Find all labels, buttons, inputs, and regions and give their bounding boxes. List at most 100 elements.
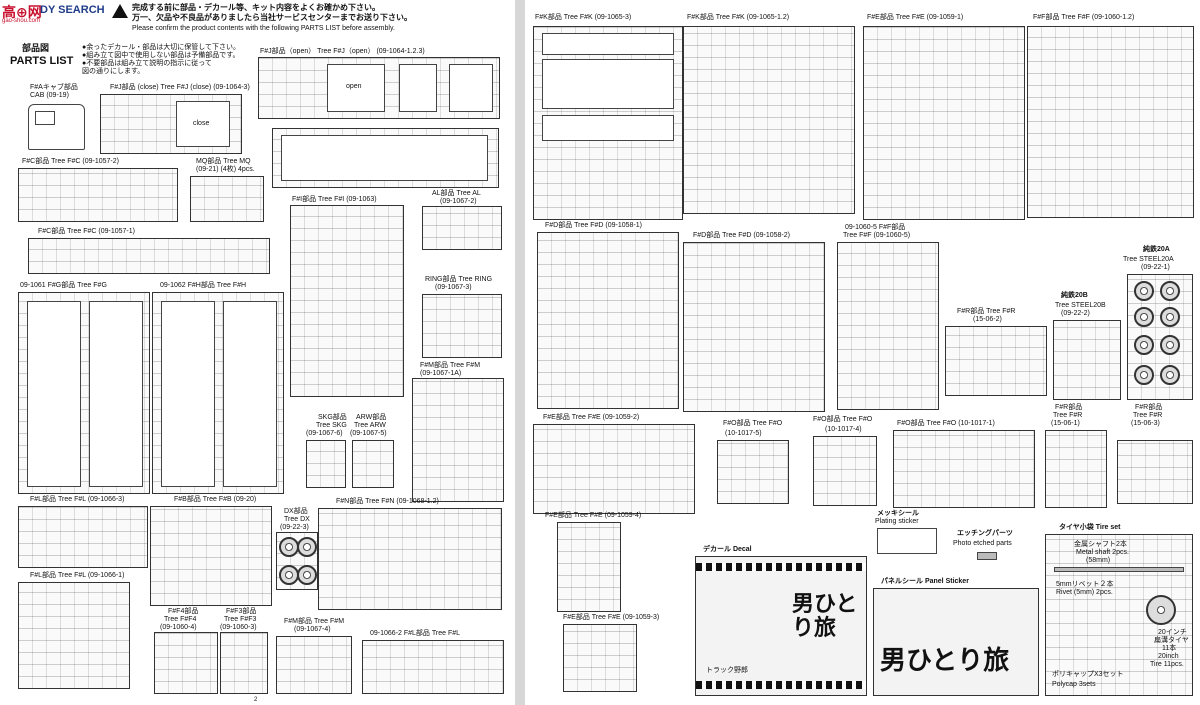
- fe3-label: F#E部品 Tree F#E (09-1059-3): [563, 614, 660, 621]
- tree-frame-long: [272, 128, 499, 188]
- polycap-en: Polycap 3sets: [1052, 681, 1096, 688]
- decal-label: デカール Decal: [703, 546, 752, 553]
- tree-dx: [276, 532, 318, 590]
- watermark-logo: 高⊕网: [2, 5, 42, 21]
- ff4-label: F#F4部品: [168, 608, 199, 615]
- wheel-icon: [1134, 365, 1154, 385]
- page-number: 2: [254, 697, 258, 703]
- watermark-url: gao-shou.com: [2, 18, 41, 24]
- wheel-icon: [1134, 335, 1154, 355]
- rivet-jp: 5mmリベット２本: [1056, 581, 1114, 588]
- parts-list-title-en: PARTS LIST: [10, 55, 74, 67]
- fo4-label-2: (10-1017-4): [825, 426, 862, 433]
- fr1-label-2: Tree F#R: [1053, 412, 1083, 419]
- fh-label: 09-1062 F#H部品 Tree F#H: [160, 282, 247, 289]
- al-label: AL部品 Tree AL: [432, 190, 481, 197]
- tree-ff3: [220, 632, 268, 694]
- tree-fd2: [683, 242, 825, 412]
- fd2-label: F#D部品 Tree F#D (09-1058-2): [693, 232, 790, 239]
- tree-fd1: [537, 232, 679, 409]
- wheel-icon: [279, 565, 299, 585]
- tree-ff12: [1027, 26, 1194, 218]
- metal-shaft: [1054, 567, 1184, 572]
- close-label: close: [193, 120, 210, 127]
- tire-icon: [1146, 595, 1176, 625]
- cab-label-en: CAB (09-19): [30, 92, 69, 99]
- fj-open-label: F#J部品（open） Tree F#J（open） (09-1064-1.2.…: [260, 48, 425, 55]
- tree-ff4: [154, 632, 218, 694]
- tree-fk3: [533, 26, 683, 220]
- tree-mq: [190, 176, 264, 222]
- fi-label: F#I部品 Tree F#I (09-1063): [292, 196, 377, 203]
- fr2-label-2: (15-06-2): [973, 316, 1002, 323]
- al-label-2: (09-1067-2): [440, 198, 477, 205]
- note-3: ●不要部品は組み立て説明の指示に従って: [82, 60, 212, 67]
- page-gutter: [515, 0, 525, 705]
- decal-stripe: [696, 563, 866, 571]
- cab-label: F#Aキャブ部品: [30, 84, 78, 91]
- plating-sticker-jp: メッキシール: [877, 510, 919, 517]
- tree-fi: [290, 205, 404, 397]
- fl3-label: F#L部品 Tree F#L (09-1066-3): [30, 496, 125, 503]
- fr1-label: F#R部品: [1055, 404, 1083, 411]
- steel20a-label-3: (09-22-1): [1141, 264, 1170, 271]
- tree-fo4: [813, 436, 877, 506]
- ring-label: RING部品 Tree RING: [425, 276, 493, 283]
- part-frame-panel: [281, 135, 488, 181]
- fr3-label-2: Tree F#R: [1133, 412, 1163, 419]
- fm2-label: F#M部品 Tree F#M: [284, 618, 345, 625]
- plating-sticker-en: Plating sticker: [875, 518, 919, 525]
- part-fg-2: [89, 301, 143, 487]
- cab-part: [28, 104, 85, 150]
- open-panel: open: [327, 64, 385, 112]
- tree-fe3: [563, 624, 637, 692]
- fm1-label: F#M部品 Tree F#M: [420, 362, 481, 369]
- fo5-label-2: (10-1017-5): [725, 430, 762, 437]
- fo5-label: F#O部品 Tree F#O: [723, 420, 783, 427]
- fr3-label: F#R部品: [1135, 404, 1163, 411]
- plating-sticker: [877, 528, 937, 554]
- tree-fm2: [276, 636, 352, 694]
- polycap-jp: ポリキャップX3セット: [1052, 671, 1124, 678]
- ff4-label-3: (09-1060-4): [160, 624, 197, 631]
- part-fk3-1: [542, 33, 674, 55]
- note-1: ●余ったデカール・部品は大切に保管して下さい。: [82, 44, 241, 51]
- tree-fo1: [893, 430, 1035, 508]
- fd1-label: F#D部品 Tree F#D (09-1058-1): [545, 222, 642, 229]
- header-en: Please confirm the product contents with…: [132, 25, 395, 32]
- part-fg-1: [27, 301, 81, 487]
- tree-fl3: [18, 506, 148, 568]
- arw-label-2: Tree ARW: [354, 422, 386, 429]
- panel-title: 男ひとり旅: [880, 646, 1010, 676]
- fk12-label: F#K部品 Tree F#K (09-1065-1.2): [687, 14, 790, 21]
- part-fh-2: [223, 301, 277, 487]
- tree-fm1: [412, 378, 504, 502]
- fc2-label: F#C部品 Tree F#C (09-1057-2): [22, 158, 119, 165]
- steel20b-label-3: (09-22-2): [1061, 310, 1090, 317]
- left-page: 高⊕网 DY SEARCH gao-shou.com 完成する前に部品・デカール…: [0, 0, 515, 705]
- metal-shaft-size: (58mm): [1086, 557, 1111, 564]
- mq-label: MQ部品 Tree MQ: [196, 158, 251, 165]
- wheel-icon: [297, 565, 317, 585]
- ff4-label-2: Tree F#F4: [164, 616, 197, 623]
- fm2-label-2: (09-1067-4): [294, 626, 331, 633]
- metal-shaft-en: Metal shaft 2pcs.: [1076, 549, 1129, 556]
- fr1-label-3: (15-06-1): [1051, 420, 1080, 427]
- fe4-label: F#E部品 Tree F#E (09-1059-4): [545, 512, 642, 519]
- tree-fo5: [717, 440, 789, 504]
- wheel-icon: [1134, 281, 1154, 301]
- dx-label-3: (09-22-3): [280, 524, 309, 531]
- fk3-label: F#K部品 Tree F#K (09-1065-3): [535, 14, 632, 21]
- ff3-label-2: Tree F#F3: [224, 616, 257, 623]
- tree-steel20b: [1053, 320, 1121, 400]
- tree-al: [422, 206, 502, 250]
- arw-label: ARW部品: [356, 414, 387, 421]
- fm1-label-2: (09-1067-1A): [420, 370, 462, 377]
- part-fk3-3: [542, 115, 674, 141]
- right-page: F#K部品 Tree F#K (09-1065-3) F#K部品 Tree F#…: [525, 0, 1200, 705]
- wheel-icon: [297, 537, 317, 557]
- metal-shaft-jp: 金属シャフト2本: [1074, 541, 1127, 548]
- steel20a-label: 純鉄20A: [1143, 246, 1170, 253]
- tree-fj-open: open: [258, 57, 500, 119]
- decal-title: 男ひとり旅: [792, 592, 858, 641]
